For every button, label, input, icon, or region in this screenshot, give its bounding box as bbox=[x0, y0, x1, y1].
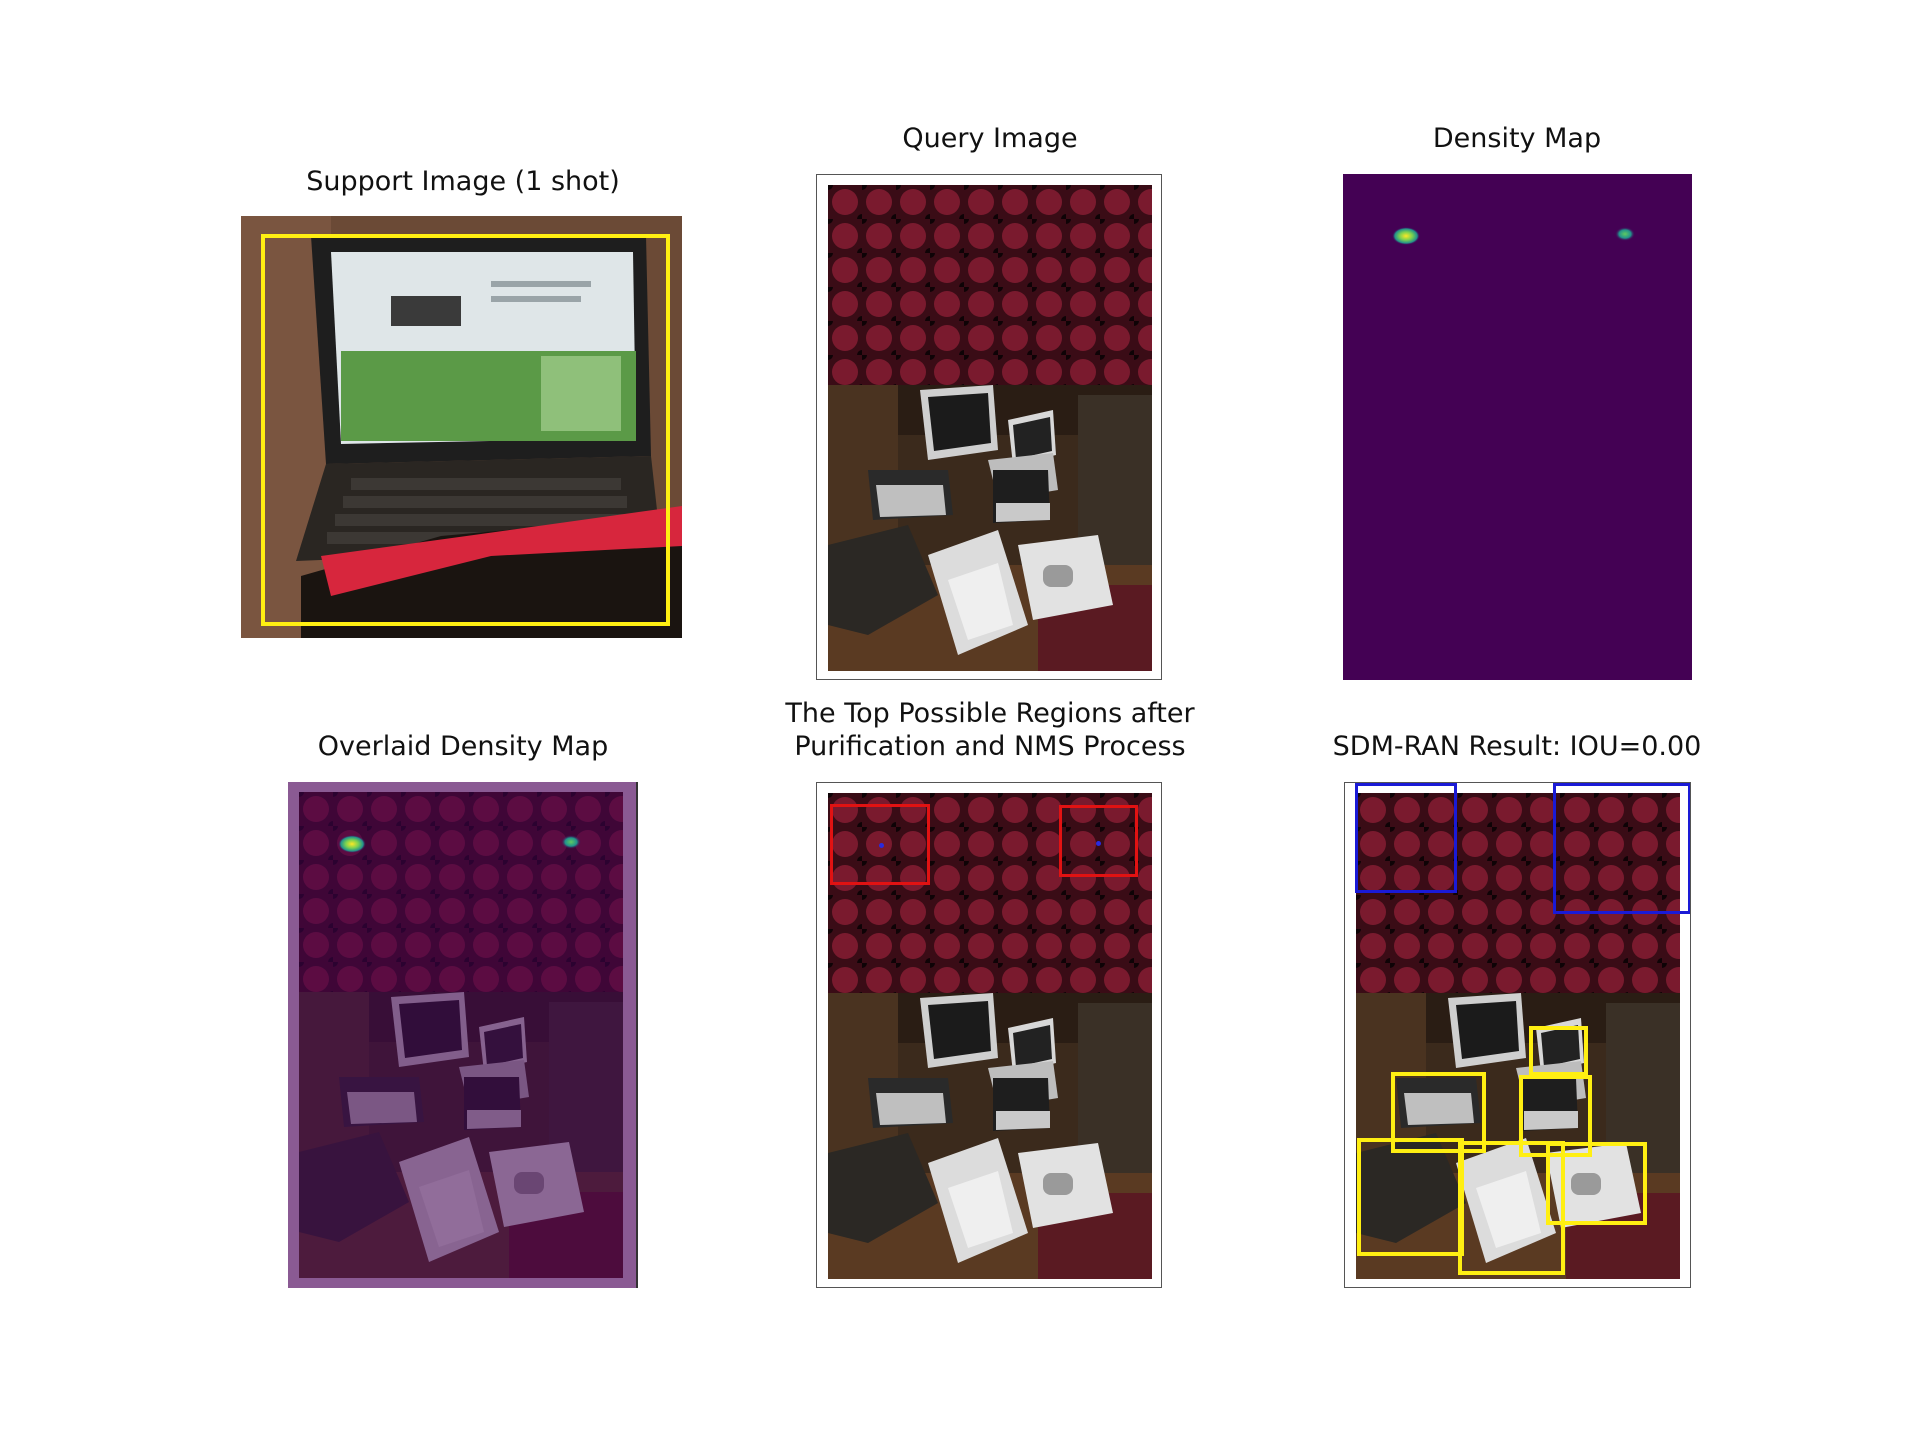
overlaid-density-map bbox=[288, 782, 638, 1288]
query-image bbox=[816, 174, 1162, 680]
ground-truth-box bbox=[1357, 1138, 1464, 1256]
candidate-region-point bbox=[879, 843, 884, 848]
candidate-region-point bbox=[1096, 841, 1101, 846]
density-peak-right bbox=[1615, 227, 1635, 241]
candidate-region-box bbox=[830, 804, 930, 885]
support-image-title: Support Image (1 shot) bbox=[306, 166, 620, 197]
density-map-title: Density Map bbox=[1432, 123, 1602, 154]
top-regions-title: The Top Possible Regions after Purificat… bbox=[785, 698, 1195, 762]
ground-truth-box bbox=[1391, 1072, 1486, 1153]
room-with-laptops-photo-icon bbox=[828, 185, 1152, 671]
predicted-box bbox=[1355, 783, 1457, 893]
ground-truth-box bbox=[1519, 1075, 1592, 1157]
support-image bbox=[241, 216, 682, 638]
laptop-photo-icon bbox=[241, 216, 682, 638]
ground-truth-box bbox=[1546, 1142, 1647, 1225]
support-bounding-box bbox=[261, 234, 670, 626]
result-title: SDM-RAN Result: IOU=0.00 bbox=[1332, 731, 1702, 762]
density-peak-left bbox=[1392, 227, 1420, 245]
overlaid-density-map-title: Overlaid Density Map bbox=[317, 731, 609, 762]
query-image-title: Query Image bbox=[902, 123, 1078, 154]
candidate-region-box bbox=[1059, 805, 1138, 877]
top-regions-image bbox=[816, 782, 1162, 1288]
density-map bbox=[1343, 174, 1692, 680]
predicted-box bbox=[1553, 783, 1690, 914]
ground-truth-box bbox=[1529, 1026, 1588, 1076]
result-image bbox=[1344, 782, 1691, 1288]
ground-truth-box bbox=[1458, 1141, 1565, 1275]
